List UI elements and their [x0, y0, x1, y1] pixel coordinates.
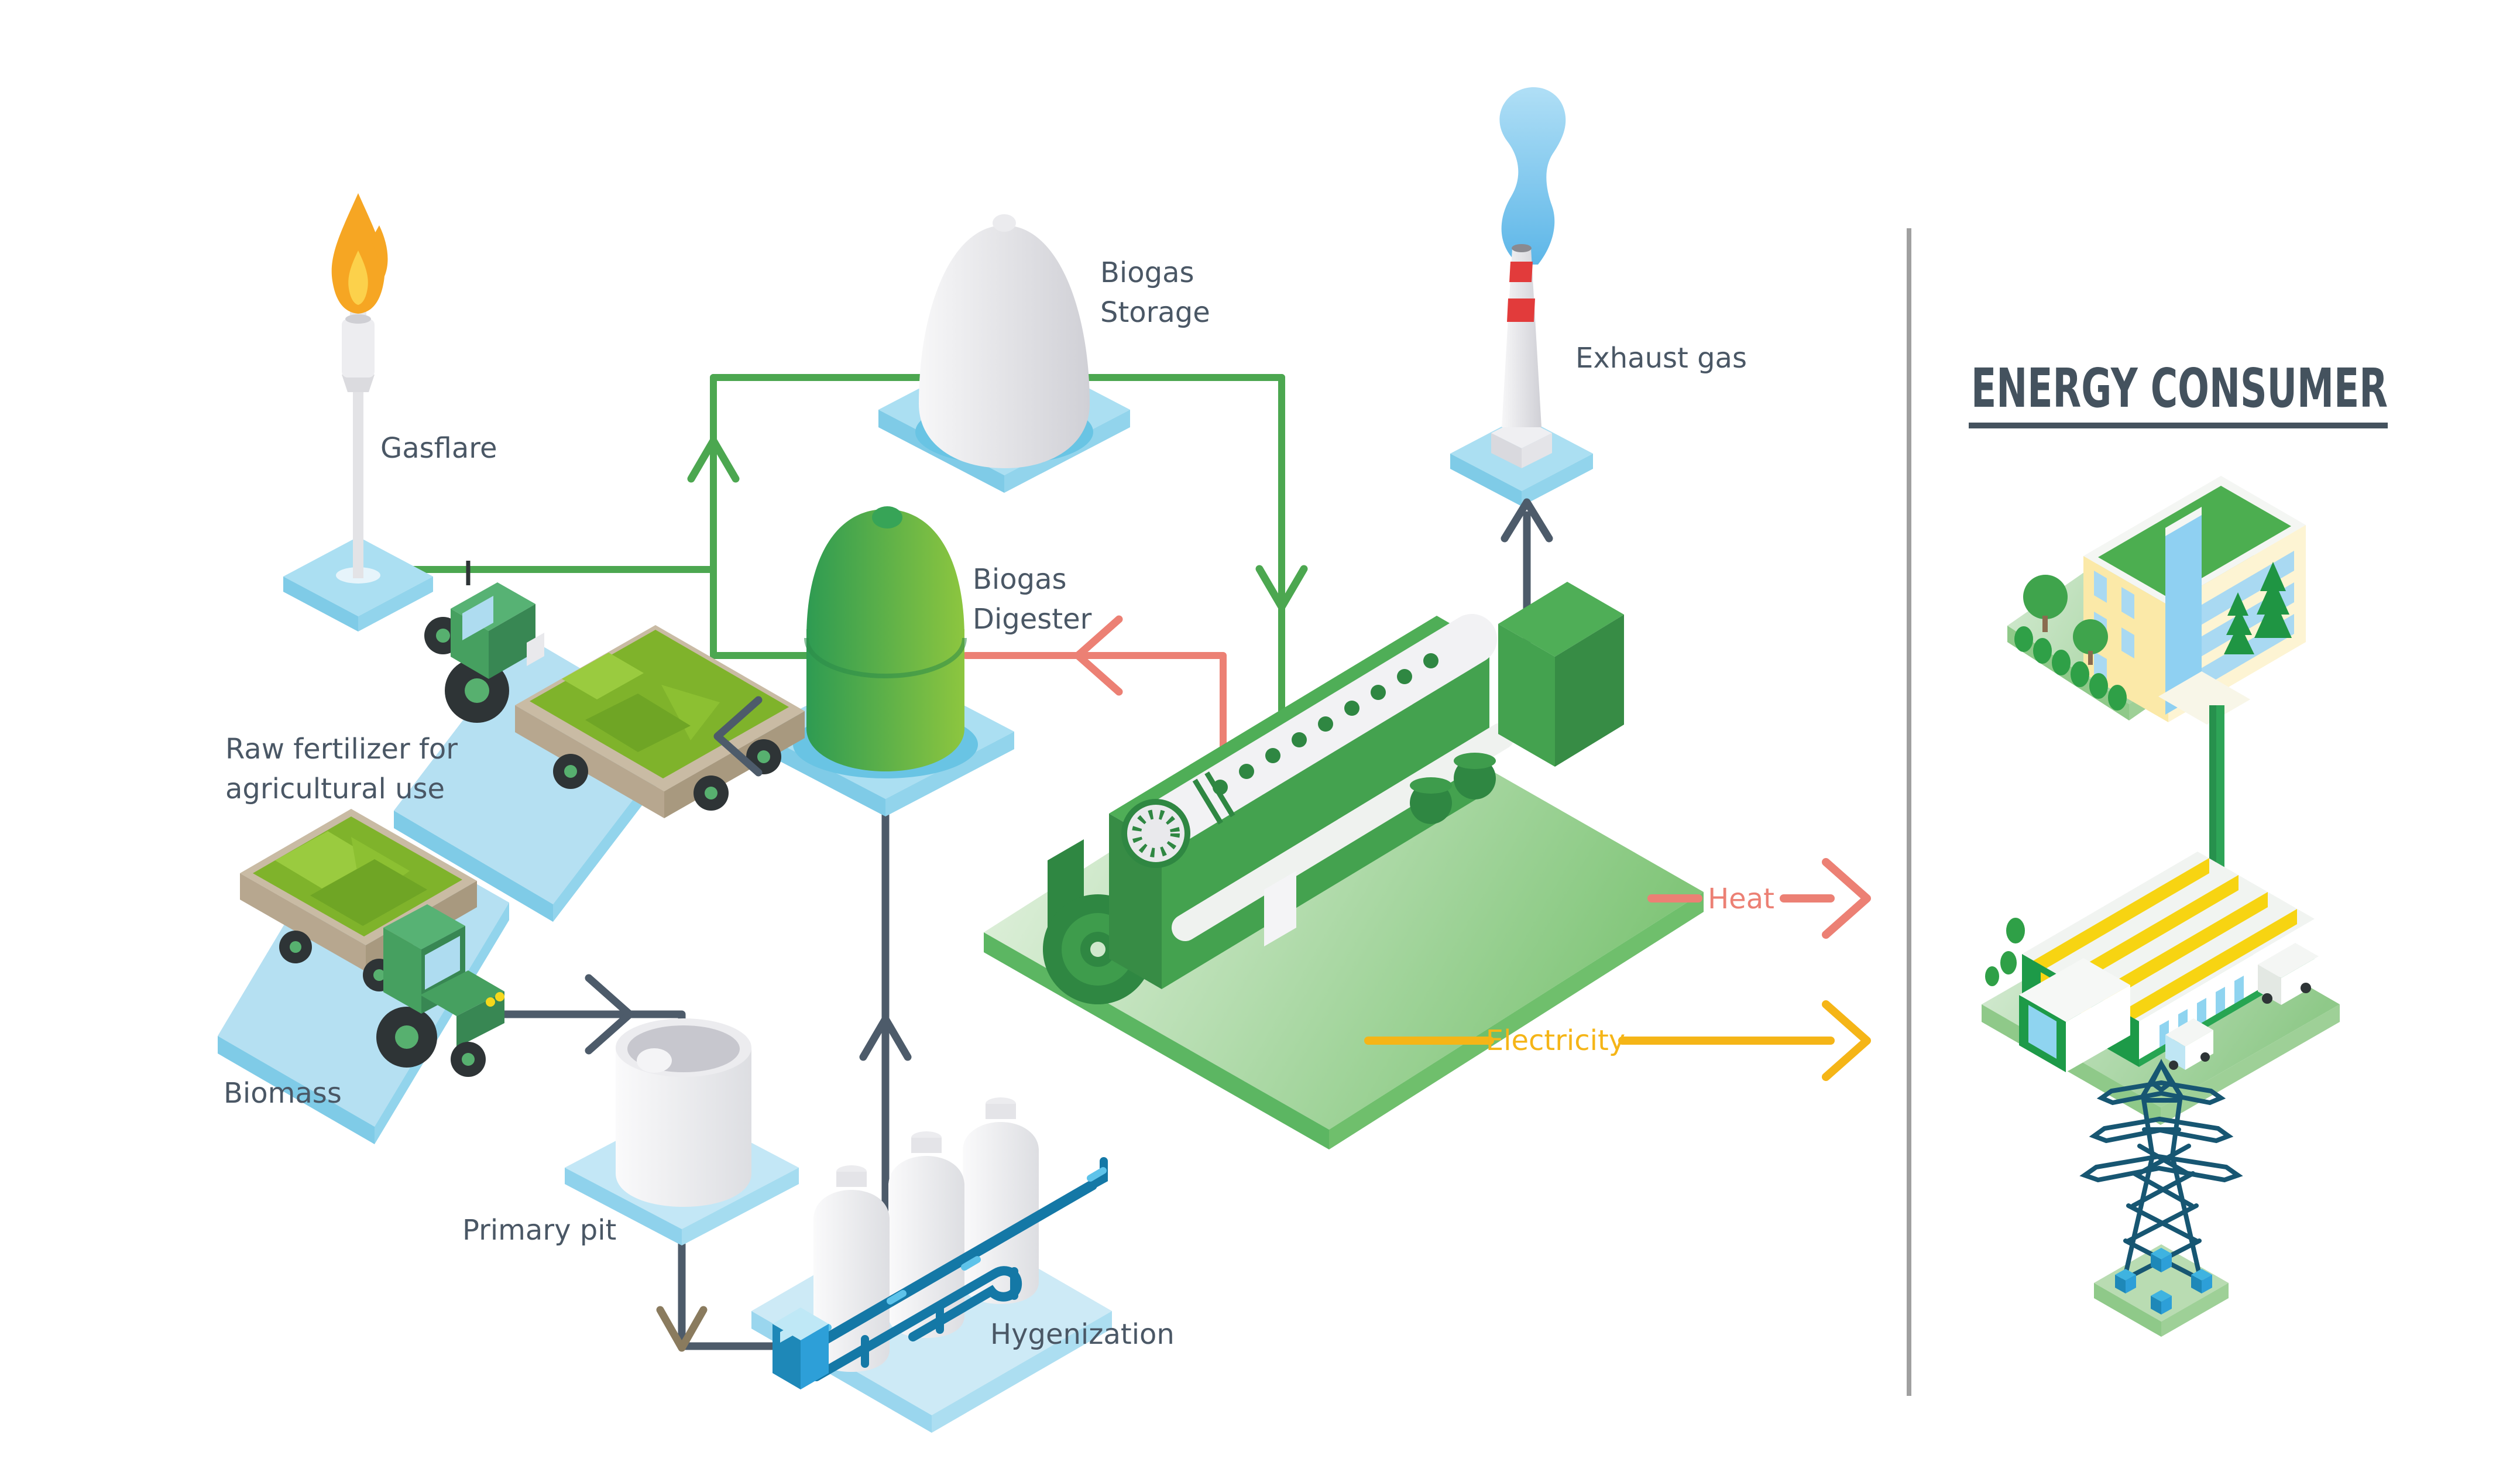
panel-title: ENERGY CONSUMER	[1971, 357, 2388, 420]
factory-icon	[1982, 705, 2340, 1125]
pump-icon	[773, 1308, 829, 1389]
chimney-icon	[1491, 244, 1552, 468]
gasflare-node	[283, 193, 433, 632]
energy-consumer-panel: ENERGY CONSUMER	[1969, 357, 2388, 1337]
biogas-storage-icon	[919, 214, 1090, 468]
hygenization-node	[751, 1097, 1112, 1433]
electricity-label: Electricity	[1486, 1024, 1625, 1057]
fertilizer-label-line1: Raw fertilizer for	[225, 733, 458, 766]
gasflare-icon	[331, 193, 388, 578]
chp-engine-icon	[1043, 582, 1624, 1004]
chp-engine-node	[984, 582, 1704, 1149]
storage-label-line1: Biogas	[1100, 256, 1194, 289]
heat-return-arrowhead	[1074, 615, 1123, 696]
gasflare-label: Gasflare	[380, 432, 497, 465]
biomass-node	[218, 809, 509, 1144]
residential-building-icon	[2007, 476, 2306, 725]
power-tower-icon	[2079, 1059, 2243, 1337]
storage-label-line2: Storage	[1100, 296, 1210, 329]
factory-truck-icon	[2165, 943, 2319, 1070]
primary-pit-label: Primary pit	[462, 1214, 616, 1247]
fertilizer-label-line2: agricultural use	[225, 773, 445, 805]
digester-label-line2: Digester	[973, 603, 1092, 636]
digester-label-line1: Biogas	[973, 563, 1067, 596]
tractor-icon	[424, 561, 544, 723]
exhaust-node	[1450, 87, 1593, 506]
title-underline	[1969, 423, 2388, 428]
tower-footings	[2115, 1248, 2212, 1315]
biogas-up-arrowhead	[687, 437, 740, 483]
exhaust-label: Exhaust gas	[1575, 342, 1747, 375]
primary-pit-node	[565, 1018, 799, 1245]
biogas-storage-node	[878, 214, 1130, 493]
arrowheads	[585, 437, 1553, 1352]
electricity-output-arrow: Electricity	[1364, 1000, 1871, 1081]
biomass-label: Biomass	[224, 1077, 342, 1110]
primary-pit-icon	[616, 1018, 751, 1207]
digestate-arrowhead	[713, 696, 763, 777]
biomass-arrowhead	[585, 974, 634, 1055]
pit-down-arrowhead	[656, 1306, 708, 1352]
heat-label: Heat	[1708, 883, 1774, 915]
biogas-digester-node	[757, 506, 1014, 816]
heat-output-arrow: Heat	[1647, 858, 1871, 939]
exhaust-arrowhead	[1501, 498, 1553, 543]
smoke-icon	[1499, 87, 1566, 265]
node-labels: Gasflare Biogas Storage Exhaust gas Biog…	[224, 256, 1747, 1351]
digester-feed-arrowhead	[859, 1015, 912, 1061]
hygenization-label: Hygenization	[990, 1318, 1175, 1351]
biomass-tractor-icon	[376, 904, 504, 1077]
biogas-digester-icon	[804, 506, 967, 771]
biogas-down-arrowhead	[1255, 565, 1308, 611]
exhaust-platform	[1450, 416, 1593, 506]
